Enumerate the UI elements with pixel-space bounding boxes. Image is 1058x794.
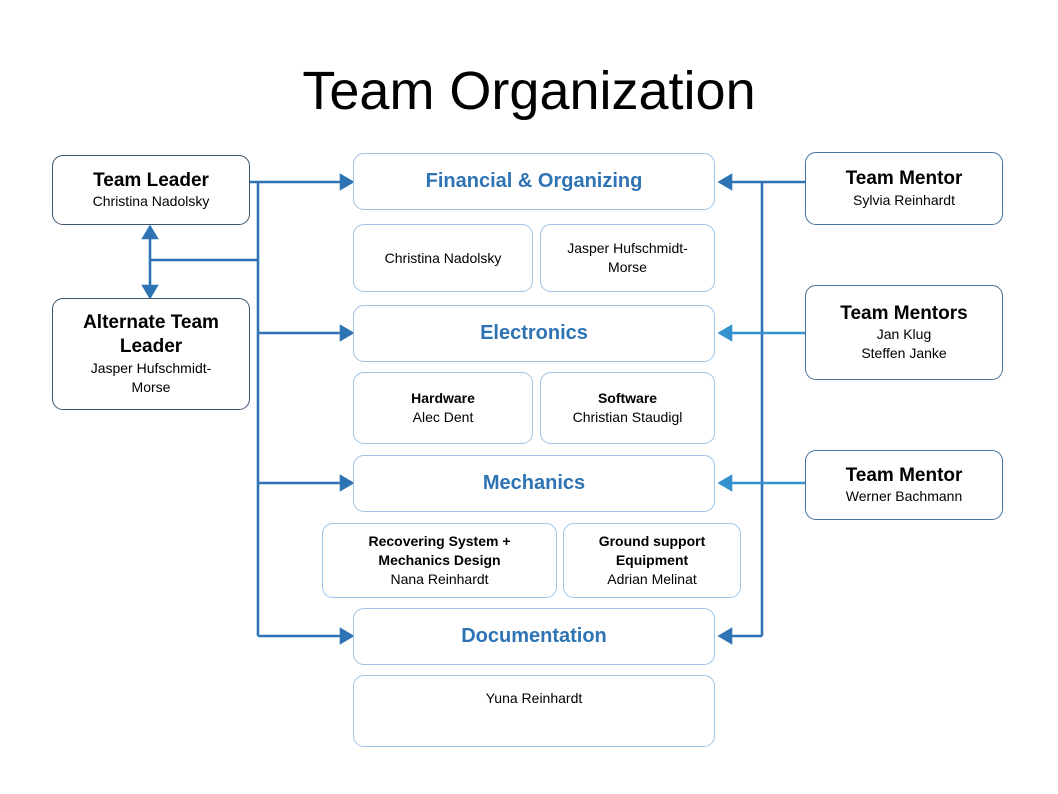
financial-member1-box: Christina Nadolsky [353,224,533,292]
mentor-mechanics-box: Team Mentor Werner Bachmann [805,450,1003,520]
alternate-team-leader-title: Alternate Team Leader [83,312,219,358]
mentor-electronics-title: Team Mentors [840,302,968,324]
mentor-mechanics-title: Team Mentor [845,464,963,486]
alternate-team-leader-box: Alternate Team Leader Jasper Hufschmidt-… [52,298,250,410]
mechanics-department-title: Mechanics [482,472,586,494]
mentor-electronics-name2: Steffen Janke [861,345,947,362]
electronics-member2-role: Software [597,390,658,407]
arrowhead-financial-right [717,173,733,191]
electronics-member2-box: Software Christian Staudigl [540,372,715,444]
electronics-member1-role: Hardware [411,390,475,407]
mentor-financial-name: Sylvia Reinhardt [853,191,955,208]
documentation-department-title: Documentation [461,625,607,647]
arrowhead-financial-left [339,173,355,191]
mechanics-member2-role: Ground support Equipment [598,533,706,569]
arrowhead-mechanics-left [339,474,355,492]
mentor-financial-title: Team Mentor [845,168,963,190]
team-leader-title: Team Leader [93,169,209,191]
alternate-team-leader-name: Jasper Hufschmidt-Morse [90,359,212,395]
double-arrow-up-head [141,224,159,240]
documentation-department-box: Documentation [353,608,715,665]
mentor-mechanics-name: Werner Bachmann [845,488,963,505]
team-leader-box: Team Leader Christina Nadolsky [52,155,250,225]
arrowhead-electronics-right [717,324,733,342]
arrowhead-mechanics-right [717,474,733,492]
mentor-electronics-box: Team Mentors Jan Klug Steffen Janke [805,285,1003,380]
mentor-electronics-name1: Jan Klug [876,326,932,343]
financial-member2-name: Jasper Hufschmidt-Morse [567,240,688,275]
leader-double-arrow [141,224,159,300]
double-arrow-down-head [141,284,159,300]
financial-department-title: Financial & Organizing [425,170,643,192]
mechanics-member2-box: Ground support Equipment Adrian Melinat [563,523,741,598]
mentor-financial-box: Team Mentor Sylvia Reinhardt [805,152,1003,225]
electronics-member1-box: Hardware Alec Dent [353,372,533,444]
mechanics-member1-role: Recovering System + Mechanics Design [368,533,511,569]
mechanics-member1-name: Nana Reinhardt [390,570,489,587]
arrowhead-documentation-right [717,627,733,645]
financial-member2-box: Jasper Hufschmidt-Morse [540,224,715,292]
documentation-member1-box: Yuna Reinhardt [353,675,715,747]
electronics-member2-name: Christian Staudigl [572,409,683,425]
arrowhead-documentation-left [339,627,355,645]
financial-department-box: Financial & Organizing [353,153,715,210]
team-leader-name: Christina Nadolsky [92,193,210,210]
mechanics-member2-name: Adrian Melinat [607,570,697,587]
electronics-department-box: Electronics [353,305,715,362]
electronics-department-title: Electronics [480,322,588,344]
arrowhead-electronics-left [339,324,355,342]
financial-member1-name: Christina Nadolsky [384,249,502,266]
documentation-member1-name: Yuna Reinhardt [485,690,583,706]
right-connector-group-light [717,324,805,492]
mechanics-department-box: Mechanics [353,455,715,512]
page-title: Team Organization [302,61,756,121]
electronics-member1-name: Alec Dent [412,409,474,425]
mechanics-member1-box: Recovering System + Mechanics Design Nan… [322,523,557,598]
